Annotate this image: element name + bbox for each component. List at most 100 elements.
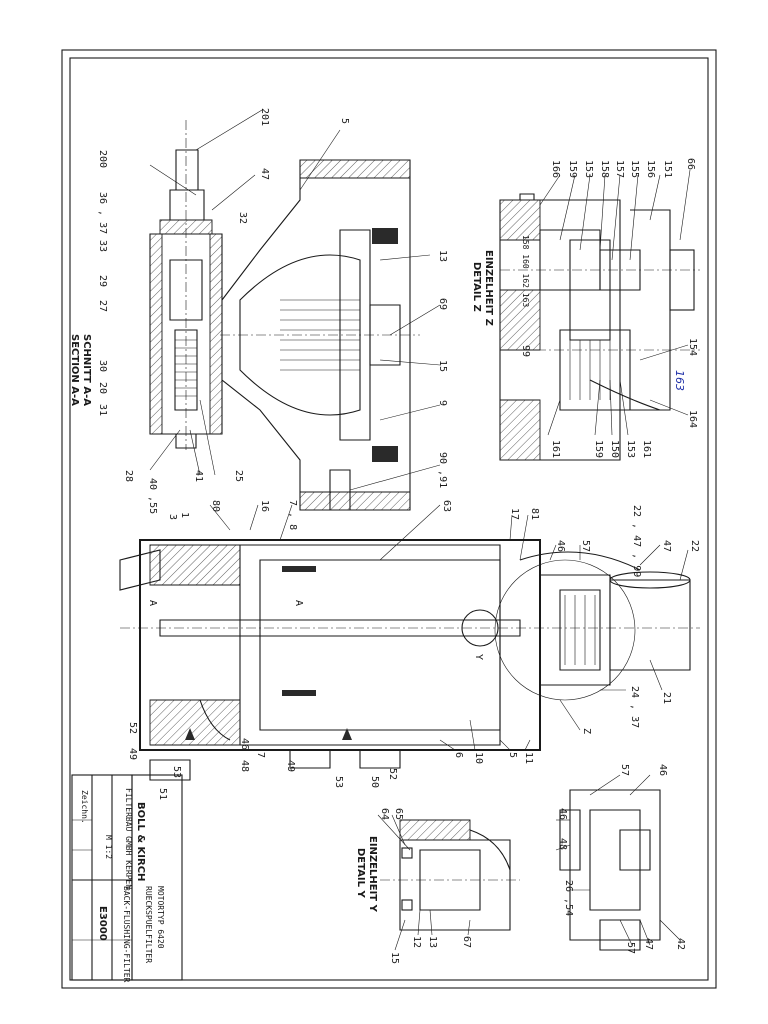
callout-label: 159: [567, 160, 578, 178]
section-aa-title-en: SECTION A-A: [69, 334, 80, 406]
callout-label: 153: [583, 160, 594, 178]
callout-label: 200: [97, 150, 108, 168]
drawing-name-en: BACK-FLUSHING-FILTER: [122, 886, 131, 983]
callout-label: 32: [237, 212, 248, 224]
company-subtitle: FILTERBAU GMBH KERPEN: [124, 788, 133, 889]
callout-label: 46: [239, 738, 250, 750]
callout-label: 69: [437, 298, 448, 310]
callout-label: 46: [555, 540, 566, 552]
callout-label: 158: [599, 160, 610, 178]
company-name: BOLL & KIRCH: [135, 802, 146, 881]
callout-label: 16: [259, 500, 270, 512]
callout-label: 29: [97, 275, 108, 287]
callout-label: 164: [687, 410, 698, 428]
callout-label: 5: [339, 118, 350, 124]
callout-label: 21: [661, 692, 672, 704]
callout-label: 46: [657, 764, 668, 776]
detail-z-title-de: EINZELHEIT Z: [483, 250, 494, 326]
detail-z-callouts: 166 159 153 158 157 155 156 151 66 158 1…: [471, 158, 698, 458]
callout-label: 52: [387, 768, 398, 780]
sheet-outer-border: [61, 49, 717, 989]
callout-label: 10: [473, 752, 484, 764]
product-type: MOTORTYP 6420: [156, 886, 165, 949]
callout-label: 155: [629, 160, 640, 178]
callout-label: 42: [675, 938, 686, 950]
callout-label: A: [147, 600, 158, 606]
callout-label: 157: [614, 160, 625, 178]
detail-y-view: [377, 814, 520, 951]
sheet-label: Zeichn.: [80, 790, 89, 824]
callout-label: 53: [333, 776, 344, 788]
callout-label: 48: [557, 838, 568, 850]
callout-label: 49: [127, 748, 138, 760]
callout-label: 53: [171, 766, 182, 778]
callout-label: 99: [520, 345, 531, 357]
sheet-inner-border: [69, 57, 709, 981]
callout-label: 156: [645, 160, 656, 178]
callout-label: A: [293, 600, 304, 606]
detail-z-title-en: DETAIL Z: [471, 262, 482, 312]
callout-label: 15: [389, 952, 400, 964]
callout-label: 40 ,55: [147, 478, 158, 514]
drawing-number: E3000: [97, 906, 108, 941]
callout-label: 30: [97, 360, 108, 372]
callout-label: 47: [643, 938, 654, 950]
callout-label: 49: [285, 760, 296, 772]
callout-label: 20: [97, 382, 108, 394]
drawing-name-de: RUECKSPUELFILTER: [144, 886, 153, 963]
callout-label: 166: [550, 160, 561, 178]
callout-label: Z: [581, 728, 592, 734]
callout-label: 67: [461, 936, 472, 948]
callout-label: 47: [661, 540, 672, 552]
callout-label: 33: [97, 240, 108, 252]
callout-label: 161: [550, 440, 561, 458]
detail-y-callouts: 65 64 12 13 15 67 EINZELHEIT Y DETAIL Y: [355, 808, 472, 964]
callout-label: 7: [255, 752, 266, 758]
callout-label: 150: [609, 440, 620, 458]
callout-label: 13: [427, 936, 438, 948]
detail-z-view: [499, 169, 700, 461]
callout-label: 151: [662, 160, 673, 178]
callout-label: 13: [437, 250, 448, 262]
callout-label: 11: [523, 752, 534, 764]
callout-label: 66: [685, 158, 696, 170]
callout-label: 52: [127, 722, 138, 734]
callout-label: 22 , 47 , 99: [631, 505, 642, 577]
handwritten-annotation: 163: [673, 370, 686, 391]
callout-label: 6: [453, 752, 464, 758]
callout-label: 5: [507, 752, 518, 758]
callout-label: 17: [509, 508, 520, 520]
callout-label: 153: [625, 440, 636, 458]
detail-y-title-de: EINZELHEIT Y: [367, 836, 378, 913]
callout-label: 51: [157, 788, 168, 800]
callout-label: 41: [193, 470, 204, 482]
callout-label: 80: [210, 500, 221, 512]
callout-label: 36 , 37: [97, 192, 108, 234]
title-block: BOLL & KIRCH FILTERBAU GMBH KERPEN M 1:2…: [71, 774, 183, 983]
callout-label: 154: [687, 338, 698, 356]
section-aa-view: [149, 109, 441, 511]
callout-label: 7 , 8: [287, 500, 298, 530]
callout-label: 27: [97, 300, 108, 312]
small-detail-callouts: 57 46 46 48 26 ,54 57 47 42: [557, 764, 686, 954]
section-aa-title-de: SCHNITT A-A: [81, 334, 92, 406]
callout-label: 47: [259, 168, 270, 180]
callout-label: 25: [233, 470, 244, 482]
callout-label: 159: [593, 440, 604, 458]
detail-y-title-en: DETAIL Y: [355, 848, 366, 898]
callout-label: 65: [393, 808, 404, 820]
callout-label: 161: [641, 440, 652, 458]
section-aa-callouts: 201 200 47 36 , 37 32 33 29 27 30 20 31 …: [69, 108, 448, 514]
callout-label: 158 160 162 163: [521, 235, 530, 307]
callout-label: 48: [239, 760, 250, 772]
callout-label: 31: [97, 404, 108, 416]
callout-label: 57: [625, 942, 636, 954]
callout-label: 90 ,91: [437, 452, 448, 488]
main-assembly-view: [119, 504, 700, 781]
callout-label: 57: [619, 764, 630, 776]
callout-label: 50: [369, 776, 380, 788]
callout-label: 24 , 37: [629, 686, 640, 728]
callout-label: 1: [179, 512, 190, 518]
callout-label: 63: [441, 500, 452, 512]
